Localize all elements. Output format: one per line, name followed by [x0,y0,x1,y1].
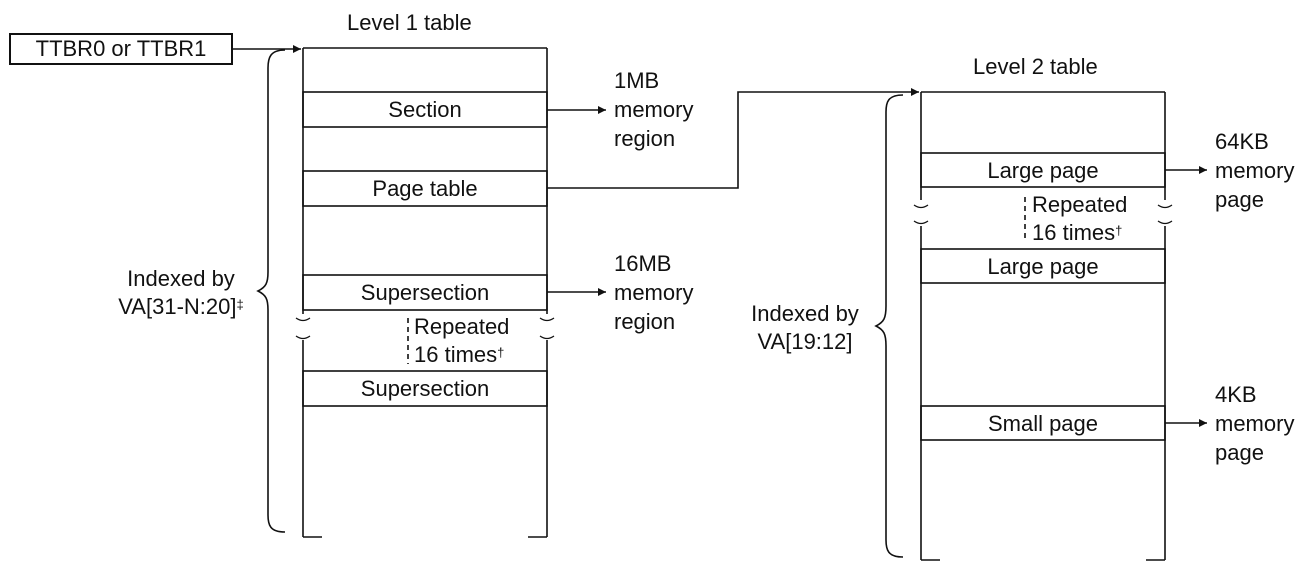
level1-repeated-label: Repeated [414,314,510,339]
small-page-target-size: 4KB [1215,382,1257,407]
ttbr-register-box: TTBR0 or TTBR1 [9,33,233,65]
section-target-line2: memory [614,97,694,122]
level2-index-brace [874,94,904,558]
dagger-mark: † [497,345,505,360]
level1-index-label: Indexed by [127,266,235,291]
level2-table-title: Level 2 table [973,54,1098,79]
level1-section-label: Section [388,97,462,122]
dagger-mark: † [1115,223,1123,238]
large-page-target-line2: memory [1215,158,1295,183]
page-table-to-level2-arrow [547,88,919,189]
section-target-line3: region [614,126,676,151]
double-dagger-mark: ‡ [236,297,244,312]
level2-large-page-label-2: Large page [987,254,1099,279]
supersection-target-size: 16MB [614,251,672,276]
level1-table-title: Level 1 table [347,10,472,35]
supersection-target-line3: region [614,309,676,334]
level1-index-brace [256,49,286,533]
level1-index-range: VA[31-N:20]‡ [118,294,244,319]
level2-large-page-label-1: Large page [987,158,1099,183]
level1-repeated-count: 16 times† [414,342,505,367]
large-page-target-line3: page [1215,187,1264,212]
level1-supersection-row-2 [302,370,548,407]
large-page-target-size: 64KB [1215,129,1269,154]
level2-small-page-label: Small page [987,411,1099,436]
level2-repeated-label: Repeated [1032,192,1128,217]
level2-repeated-count: 16 times† [1032,220,1123,245]
level2-index-range: VA[19:12] [757,329,853,354]
level1-supersection-label-1: Supersection [360,280,490,305]
level2-large-page-row-2 [920,248,1166,284]
small-page-target-line2: memory [1215,411,1295,436]
small-page-target-line3: page [1215,440,1264,465]
level1-supersection-label-2: Supersection [360,376,490,401]
section-target-size: 1MB [614,68,660,93]
ttbr-label: TTBR0 or TTBR1 [35,36,207,61]
supersection-target-line2: memory [614,280,694,305]
level2-index-label: Indexed by [751,301,859,326]
level1-page-table-label: Page table [372,176,478,201]
